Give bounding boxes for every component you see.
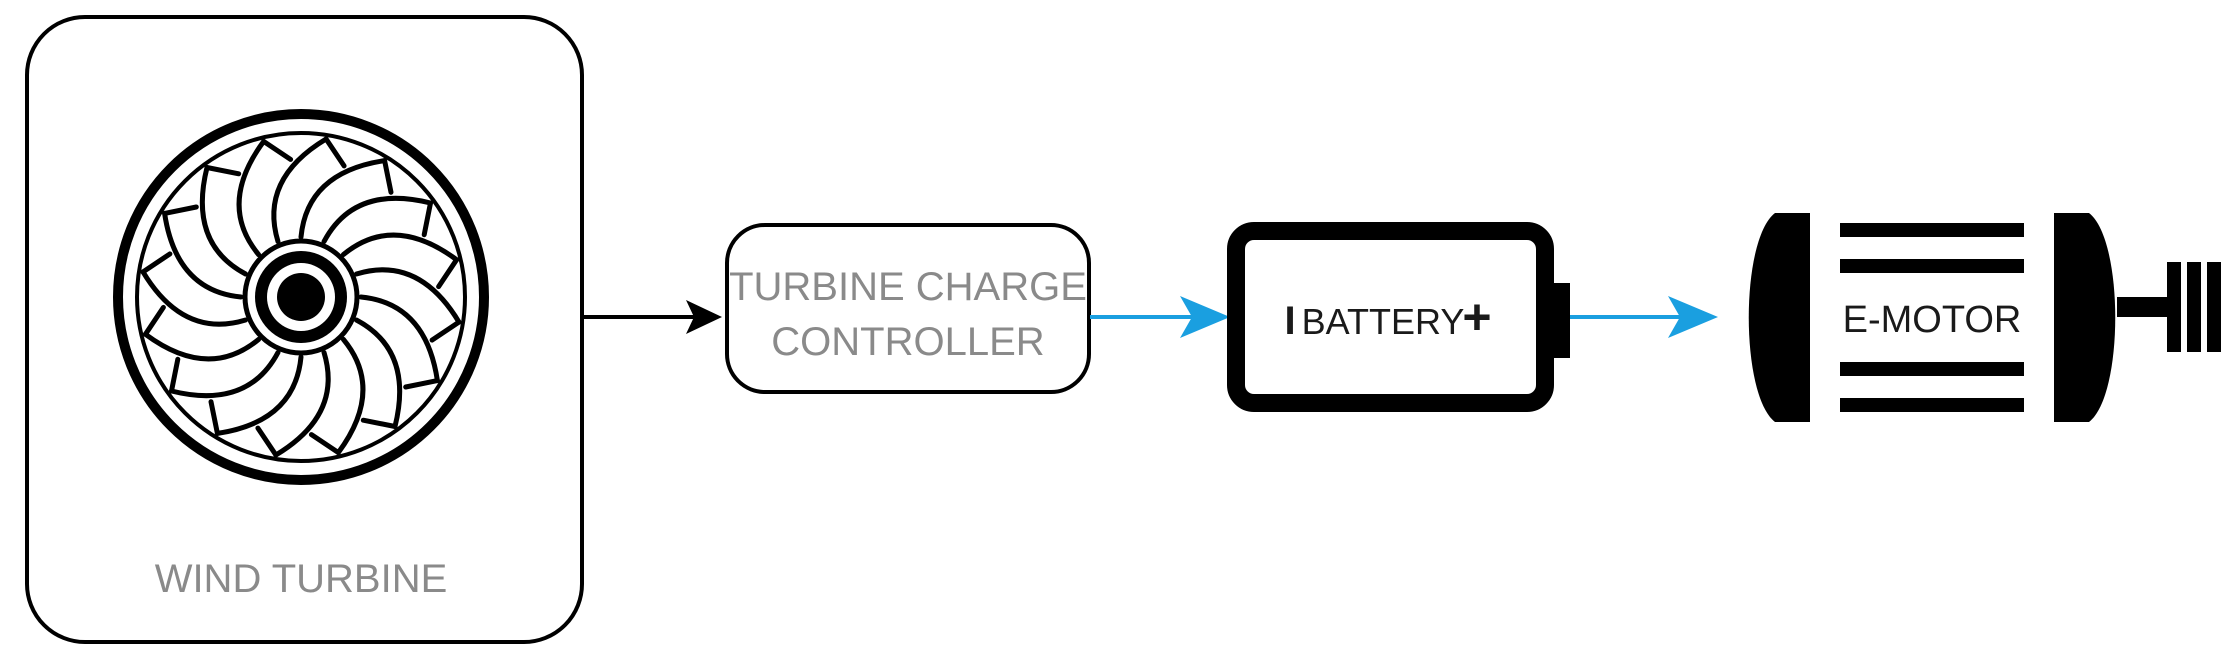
- fan-blade-tip: [323, 136, 347, 169]
- fan-blade-tip: [204, 165, 242, 177]
- charge-controller-label-line1: TURBINE CHARGE: [729, 265, 1087, 309]
- wind-turbine-label: WIND TURBINE: [155, 557, 448, 601]
- fan-blade: [162, 210, 244, 300]
- emotor-node: E-MOTOR: [1748, 213, 2221, 422]
- fan-blade: [214, 354, 304, 436]
- fan-blade-tip: [308, 432, 341, 456]
- fan-blade: [273, 349, 331, 458]
- fan-blade: [298, 158, 388, 240]
- fan-blade: [140, 269, 249, 327]
- shaft-coupling-icon: [2117, 262, 2221, 352]
- charge-controller-box: [725, 223, 1091, 394]
- fan-blade-tip: [162, 204, 199, 216]
- fan-blade: [358, 294, 440, 384]
- arrow-battery-to-emotor: [1570, 296, 1718, 338]
- fan-blade-tip: [382, 158, 394, 195]
- battery-icon: [1227, 222, 1570, 412]
- fan-blade-tip: [208, 399, 220, 436]
- fan-blade: [271, 136, 329, 245]
- motor-icon: [1748, 213, 2116, 422]
- fan-blade: [321, 195, 433, 245]
- fan-blade: [169, 349, 281, 399]
- fan-icon: [113, 109, 489, 485]
- fan-blade-tip: [360, 417, 398, 429]
- fan-blade: [340, 232, 460, 263]
- fan-blade: [199, 165, 249, 277]
- arrow-turbine-to-controller: [584, 300, 722, 334]
- fan-blade-tip: [429, 319, 462, 343]
- arrow-controller-to-battery: [1090, 296, 1230, 338]
- fan-blade: [335, 336, 366, 456]
- emotor-label: E-MOTOR: [1843, 299, 2022, 341]
- fan-blade-tip: [140, 251, 173, 275]
- fan-blade-tip: [403, 378, 440, 390]
- charge-controller-node: TURBINE CHARGE CONTROLLER: [725, 223, 1091, 394]
- fan-blade: [353, 317, 403, 429]
- fan-blade-tip: [142, 304, 166, 337]
- battery-plus-symbol: +: [1462, 289, 1491, 345]
- fan-blade-tip: [436, 257, 460, 290]
- battery-minus-symbol: I: [1284, 299, 1295, 343]
- fan-blade-tip: [421, 200, 433, 238]
- battery-label: BATTERY: [1302, 301, 1465, 342]
- fan-blade: [353, 267, 462, 325]
- wind-turbine-node: WIND TURBINE: [25, 15, 584, 644]
- fan-blade-tip: [169, 356, 181, 394]
- charge-controller-label-line2: CONTROLLER: [771, 320, 1044, 364]
- fan-blade-tip: [255, 425, 279, 458]
- fan-blade-tip: [261, 138, 294, 162]
- fan-blade: [142, 331, 262, 362]
- battery-node: I BATTERY +: [1227, 222, 1570, 412]
- fan-blade: [236, 138, 267, 258]
